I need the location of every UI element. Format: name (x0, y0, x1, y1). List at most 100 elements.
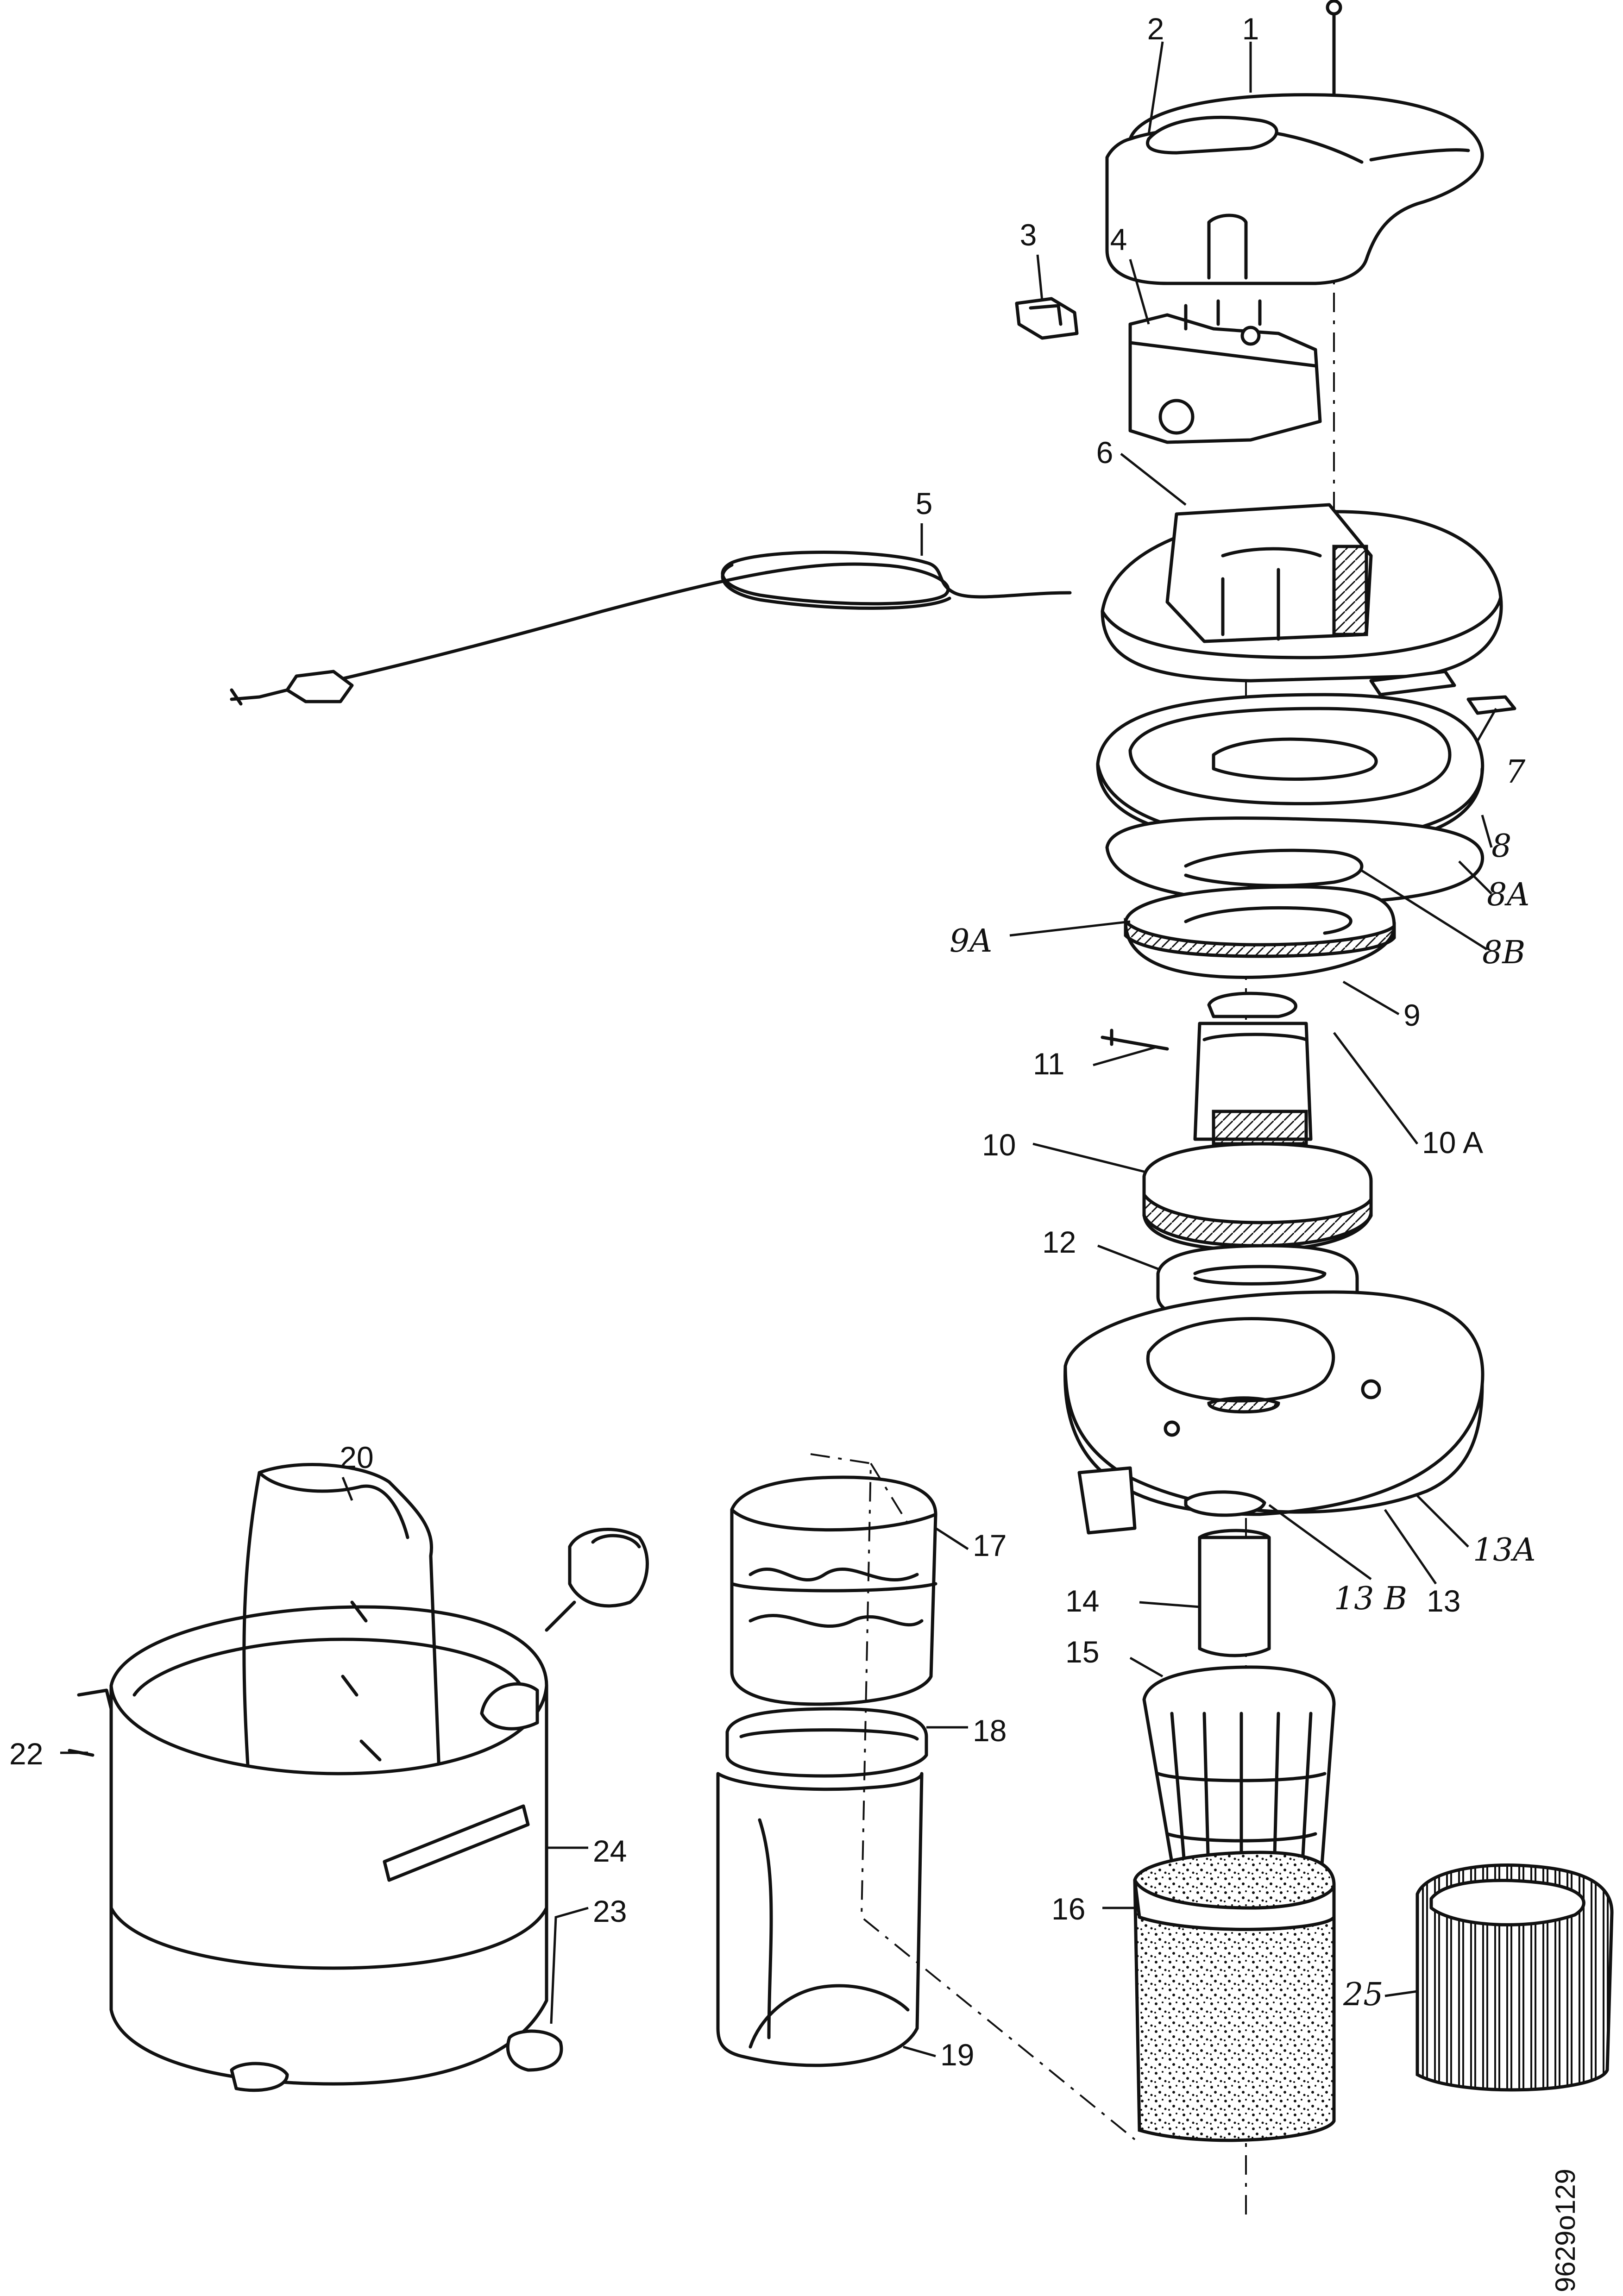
plate13-13b-port (1184, 1490, 1266, 1517)
label-23: 23 (593, 1894, 627, 1928)
foam-body (1133, 1851, 1336, 2142)
motor-top-edge (1202, 1033, 1308, 1041)
label-17: 17 (973, 1528, 1007, 1562)
leader-8 (1481, 815, 1493, 848)
holder-creases (730, 1508, 937, 1628)
leader-13 (1384, 1509, 1437, 1585)
container-24 (68, 1528, 649, 2092)
ring18-body (725, 1707, 928, 1778)
bracket-edge (1128, 341, 1317, 368)
bag-holder-17 (730, 1475, 937, 1706)
bag-guide-2 (870, 1462, 909, 1524)
drum-clip-22 (68, 1688, 113, 1757)
leader-12 (1097, 1244, 1158, 1270)
label-14: 14 (1065, 1584, 1099, 1618)
ring9-body (1124, 885, 1396, 979)
holder-band (730, 1582, 937, 1593)
label-24: 24 (593, 1834, 627, 1868)
drum-rim-inner (132, 1637, 525, 1697)
ring-18 (725, 1707, 928, 1778)
leader-25 (1384, 1990, 1418, 1997)
label-22: 22 (9, 1737, 43, 1771)
label-8b: 8B (1482, 935, 1525, 971)
label-6: 6 (1096, 435, 1113, 470)
document-reference: 9629o129 (1550, 2169, 1581, 2292)
leader-4 (1129, 259, 1150, 325)
clip-7 (1466, 695, 1516, 715)
switch-rocker (1029, 304, 1063, 326)
bag19-folds (749, 1818, 910, 2049)
leader-lines (60, 41, 1497, 2058)
drum-inlet-cap (568, 1528, 649, 1608)
bracket-hole (1158, 399, 1195, 435)
leader-23 (550, 1907, 589, 2024)
label-15: 15 (1065, 1635, 1099, 1669)
cartridge-top (1429, 1879, 1585, 1926)
leader-9 (1342, 980, 1400, 1016)
cover-ridge (1369, 148, 1470, 162)
cord-wire (332, 551, 1072, 683)
power-cord (230, 551, 1072, 706)
leader-13a (1416, 1495, 1469, 1548)
drum-band (109, 1906, 548, 1970)
motor-bearing-10a (1207, 991, 1297, 1018)
gasket-inner (1193, 1265, 1327, 1286)
plug-pins (230, 688, 289, 706)
motor-windings (1212, 1110, 1308, 1146)
leader-3 (1036, 254, 1044, 301)
filter-bag-19 (716, 1772, 924, 2067)
cover-shell (1105, 93, 1484, 285)
label-3: 3 (1020, 218, 1037, 252)
cover-handle-recess (1146, 116, 1278, 155)
bag-guide (810, 1453, 1136, 2140)
leader-2 (1147, 41, 1164, 135)
label-16: 16 (1051, 1892, 1085, 1926)
inlet-cap-ring (591, 1534, 641, 1549)
ring9-9a-band (1124, 917, 1396, 958)
motor-10 (1101, 991, 1373, 1252)
motor-plate (1096, 693, 1485, 905)
bracket-body (1128, 313, 1322, 444)
tube-body (1198, 1536, 1271, 1657)
cover6-tab (1369, 670, 1456, 696)
screw-head (1326, 0, 1342, 16)
leader-13b (1268, 1504, 1372, 1581)
plate8-opening (1212, 737, 1378, 781)
label-5: 5 (916, 486, 933, 521)
label-7: 7 (1505, 754, 1526, 790)
label-13a: 13A (1473, 1532, 1536, 1568)
bag20-body (242, 1463, 442, 1803)
part-labels: 2 1 3 4 5 6 7 8 8A 8B 9A 9 11 10 A 10 12… (9, 12, 1536, 2072)
cover-slot (1207, 213, 1248, 280)
label-2: 2 (1147, 12, 1164, 46)
plate13-latch (1077, 1466, 1137, 1535)
label-13: 13 (1427, 1584, 1460, 1618)
top-cover (1105, 0, 1484, 285)
cage-rings (1156, 1772, 1327, 1843)
leader-10 (1032, 1142, 1145, 1173)
leader-8b (1361, 869, 1488, 951)
leader-20 (341, 1477, 353, 1501)
cartridge-25 (1415, 1863, 1614, 2092)
caster-23 (506, 2029, 563, 2072)
plug-body (285, 670, 354, 703)
bag20-top-fold (258, 1471, 409, 1539)
label-18: 18 (973, 1713, 1007, 1748)
bracket-screws (1184, 299, 1262, 331)
leader-17 (935, 1527, 969, 1550)
ring18-inner (739, 1728, 919, 1741)
leader-9a (1009, 920, 1131, 937)
motor-fan-band (1142, 1190, 1373, 1248)
leader-7 (1476, 708, 1497, 742)
plate13-boss2 (1164, 1420, 1180, 1437)
label-20: 20 (340, 1440, 373, 1474)
label-25: 25 (1343, 1976, 1384, 2013)
label-13b: 13 B (1334, 1581, 1407, 1617)
drum-rim-back (109, 1605, 548, 1687)
switch-bracket (1128, 299, 1322, 444)
drum-body (109, 1684, 548, 2086)
foam-collar (1133, 1878, 1336, 1931)
leader-15 (1129, 1656, 1164, 1678)
